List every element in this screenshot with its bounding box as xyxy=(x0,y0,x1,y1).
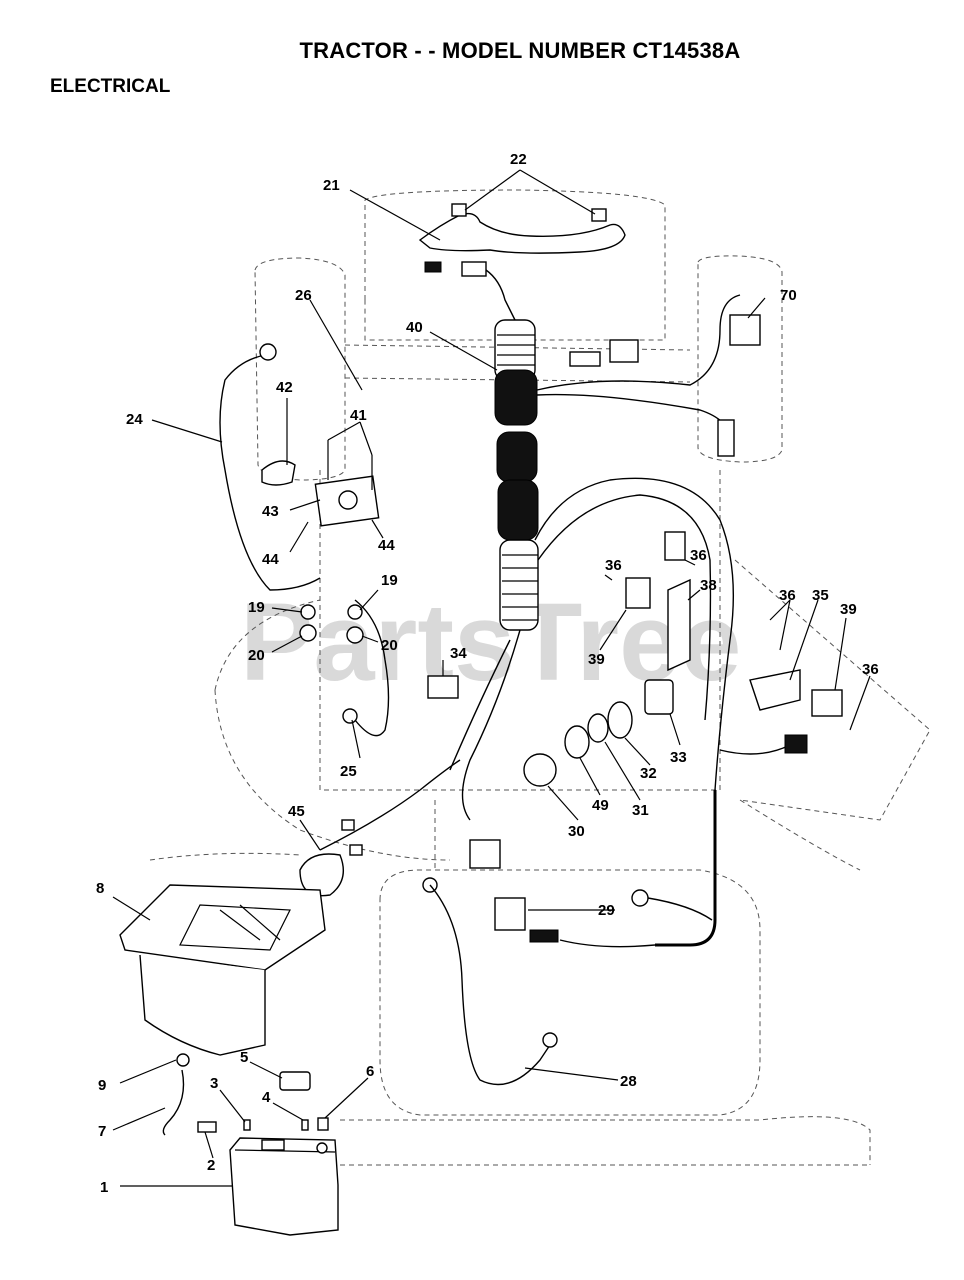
bolt-2 xyxy=(197,1121,217,1133)
bracket-35 xyxy=(749,669,801,711)
callout-30: 30 xyxy=(568,823,585,840)
callout-7: 7 xyxy=(98,1123,106,1140)
solenoid-assembly xyxy=(219,343,390,737)
callout-29: 29 xyxy=(598,902,615,919)
washer-31 xyxy=(587,713,609,743)
nut-49 xyxy=(564,725,590,759)
callout-44-left: 44 xyxy=(262,551,279,568)
washer-19b xyxy=(347,604,363,620)
ring-32 xyxy=(607,701,633,739)
lower-harness xyxy=(449,477,808,948)
leader-lines xyxy=(112,169,871,1187)
section-heading: ELECTRICAL xyxy=(50,76,171,97)
headlight-bulb-right xyxy=(591,208,607,222)
callout-36-c: 36 xyxy=(779,587,796,604)
callout-42: 42 xyxy=(276,379,293,396)
callout-26: 26 xyxy=(295,287,312,304)
callout-19-left: 19 xyxy=(248,599,265,616)
callout-6: 6 xyxy=(366,1063,374,1080)
callout-34: 34 xyxy=(450,645,467,662)
callout-3: 3 xyxy=(210,1075,218,1092)
callout-9: 9 xyxy=(98,1077,106,1094)
dash-components xyxy=(427,531,843,787)
ground-cable-28 xyxy=(422,877,713,1086)
nut-20a xyxy=(299,624,317,642)
callout-41: 41 xyxy=(350,407,367,424)
callout-39-left: 39 xyxy=(588,651,605,668)
callout-45: 45 xyxy=(288,803,305,820)
screw-4 xyxy=(301,1119,309,1131)
right-harness xyxy=(536,294,761,457)
callout-35: 35 xyxy=(812,587,829,604)
cable-45 xyxy=(299,759,461,897)
screw-3 xyxy=(243,1119,251,1131)
callout-22: 22 xyxy=(510,151,527,168)
switch-39b xyxy=(811,689,843,717)
cable-25 xyxy=(354,599,390,737)
nut-20b xyxy=(346,626,364,644)
callout-20-left: 20 xyxy=(248,647,265,664)
callout-5: 5 xyxy=(240,1049,248,1066)
connector-70 xyxy=(729,314,761,346)
harness-connector-front xyxy=(461,261,487,277)
headlight-harness xyxy=(418,203,626,321)
page-title: TRACTOR - - MODEL NUMBER CT14538A xyxy=(299,38,741,63)
vent-9 xyxy=(176,1053,190,1067)
callout-21: 21 xyxy=(323,177,340,194)
bracket-38 xyxy=(667,578,691,672)
boot-42 xyxy=(261,460,296,486)
cover-5 xyxy=(279,1071,311,1091)
switch-34 xyxy=(427,675,459,699)
headlight-bulb-left xyxy=(451,203,467,217)
ignition-switch-30 xyxy=(523,753,557,787)
callout-19-right: 19 xyxy=(381,572,398,589)
callout-1: 1 xyxy=(100,1179,108,1196)
washer-19a xyxy=(300,604,316,620)
callout-40: 40 xyxy=(406,319,423,336)
callout-36-b: 36 xyxy=(690,547,707,564)
callout-36-d: 36 xyxy=(862,661,879,678)
relay-block xyxy=(469,839,501,869)
callout-4: 4 xyxy=(262,1089,271,1106)
callout-8: 8 xyxy=(96,880,104,897)
nut-6 xyxy=(317,1117,329,1131)
callout-70: 70 xyxy=(780,287,797,304)
switch-39 xyxy=(625,577,651,609)
callout-2: 2 xyxy=(207,1157,215,1174)
callout-33: 33 xyxy=(670,749,687,766)
callout-36-a: 36 xyxy=(605,557,622,574)
main-harness-conduit xyxy=(494,319,539,631)
cable-24 xyxy=(219,354,321,591)
battery-tray xyxy=(119,884,326,1056)
callout-44-right: 44 xyxy=(378,537,395,554)
callout-24: 24 xyxy=(126,411,143,428)
callout-28: 28 xyxy=(620,1073,637,1090)
callout-43: 43 xyxy=(262,503,279,520)
callout-49: 49 xyxy=(592,797,609,814)
callout-39-right: 39 xyxy=(840,601,857,618)
callout-25: 25 xyxy=(340,763,357,780)
callout-20-right: 20 xyxy=(381,637,398,654)
harness-connector-21 xyxy=(424,261,442,273)
callout-31: 31 xyxy=(632,802,649,819)
connector-36 xyxy=(664,531,686,561)
lamp-33 xyxy=(644,679,674,715)
callout-labels: 22 21 26 70 40 42 24 41 43 44 44 19 19 2… xyxy=(96,151,879,1196)
switch-29 xyxy=(494,897,526,931)
callout-38: 38 xyxy=(700,577,717,594)
callout-32: 32 xyxy=(640,765,657,782)
battery xyxy=(162,1053,339,1236)
